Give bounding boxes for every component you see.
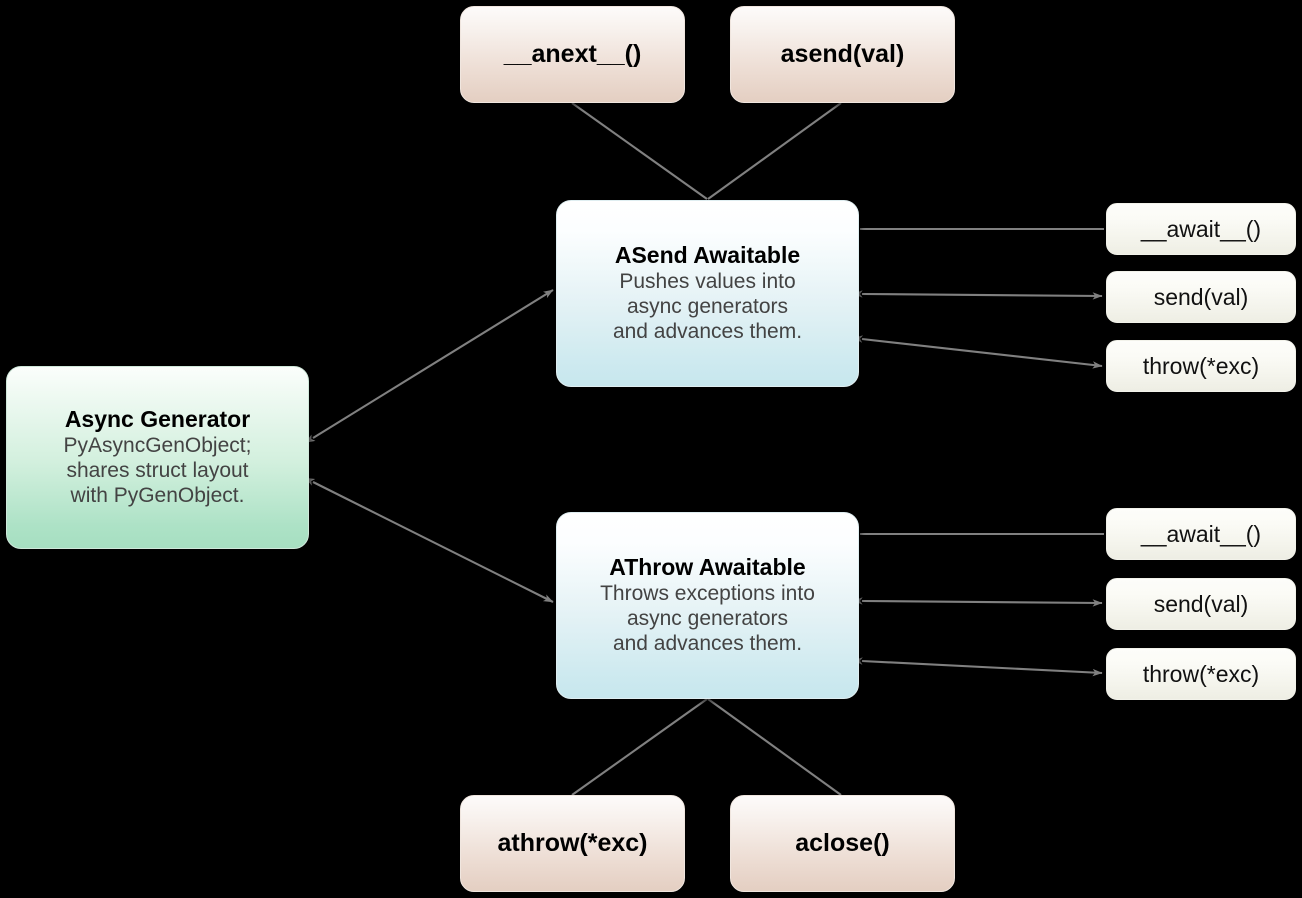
node-label: throw(*exc) bbox=[1142, 660, 1260, 687]
node-athrow-method[interactable]: athrow(*exc) bbox=[460, 795, 685, 892]
node-athrow-protocol-send[interactable]: send(val) bbox=[1106, 578, 1296, 630]
edge-asend-throw bbox=[852, 335, 1103, 369]
edge-asend-send bbox=[852, 290, 1103, 300]
node-anext-method[interactable]: __anext__() bbox=[460, 6, 685, 103]
node-label: __await__() bbox=[1140, 520, 1262, 547]
edge-generator-athrow bbox=[304, 477, 554, 603]
node-athrow-protocol-await[interactable]: __await__() bbox=[1106, 508, 1296, 560]
node-label: send(val) bbox=[1153, 283, 1249, 310]
node-label: asend(val) bbox=[780, 40, 905, 68]
node-label: aclose() bbox=[795, 829, 890, 857]
node-title: ASend Awaitable bbox=[614, 242, 801, 269]
node-label: athrow(*exc) bbox=[497, 829, 648, 857]
node-asend-awaitable[interactable]: ASend Awaitable Pushes values into async… bbox=[556, 200, 859, 387]
edge-aclose-to-athrow bbox=[707, 698, 842, 796]
node-async-generator[interactable]: Async Generator PyAsyncGenObject; shares… bbox=[6, 366, 309, 549]
node-label: send(val) bbox=[1153, 590, 1249, 617]
node-description: Pushes values into async generators and … bbox=[612, 269, 803, 343]
node-description: Throws exceptions into async generators … bbox=[600, 581, 815, 655]
node-asend-protocol-send[interactable]: send(val) bbox=[1106, 271, 1296, 323]
node-label: __await__() bbox=[1140, 215, 1262, 242]
node-asend-method[interactable]: asend(val) bbox=[730, 6, 955, 103]
edge-anext-to-asend bbox=[571, 102, 708, 200]
node-asend-protocol-await[interactable]: __await__() bbox=[1106, 203, 1296, 255]
node-asend-protocol-throw[interactable]: throw(*exc) bbox=[1106, 340, 1296, 392]
node-title: Async Generator bbox=[64, 406, 251, 433]
edge-athrowcall-to-athrow bbox=[571, 698, 708, 796]
node-aclose-method[interactable]: aclose() bbox=[730, 795, 955, 892]
edge-athrow-send bbox=[852, 597, 1103, 607]
node-athrow-awaitable[interactable]: AThrow Awaitable Throws exceptions into … bbox=[556, 512, 859, 699]
edge-asendcall-to-asend bbox=[707, 102, 842, 200]
node-athrow-protocol-throw[interactable]: throw(*exc) bbox=[1106, 648, 1296, 700]
edge-athrow-throw bbox=[852, 657, 1103, 677]
node-label: __anext__() bbox=[503, 40, 642, 68]
node-label: throw(*exc) bbox=[1142, 352, 1260, 379]
edge-generator-asend bbox=[304, 289, 554, 443]
node-description: PyAsyncGenObject; shares struct layout w… bbox=[63, 433, 252, 507]
node-title: AThrow Awaitable bbox=[609, 554, 806, 581]
